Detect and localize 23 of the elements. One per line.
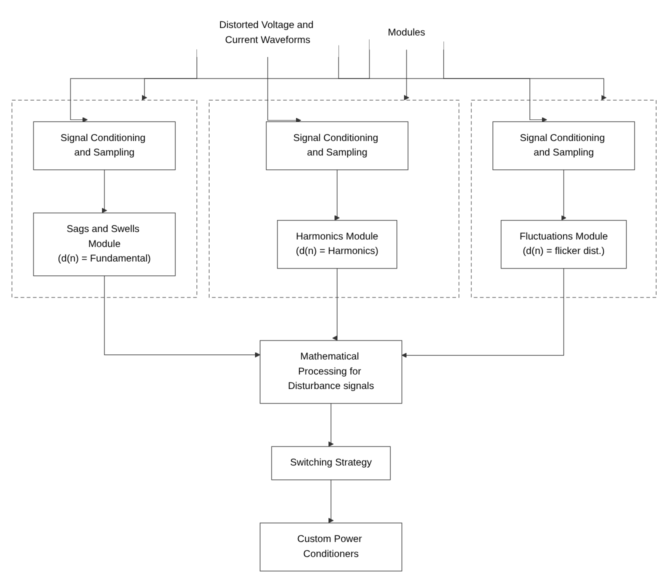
arrow	[332, 268, 338, 341]
arrow	[404, 49, 410, 100]
arrow	[334, 170, 340, 221]
node-text: Distorted Voltage and Current Waveforms	[219, 20, 314, 46]
arrow	[267, 56, 302, 124]
node-box: Sags and Swells Module (d(n) = Fundamental)	[33, 212, 176, 276]
node-box: Fluctuations Module (d(n) = flicker dist.)	[500, 220, 627, 269]
node-box: Signal Conditioning and Sampling	[33, 121, 176, 170]
arrow	[328, 480, 334, 524]
arrow	[102, 170, 108, 214]
arrow	[328, 403, 334, 447]
node-box: Mathematical Processing for Disturbance signals	[260, 340, 402, 404]
node-box: Harmonics Module (d(n) = Harmonics)	[277, 220, 398, 269]
arrow	[560, 170, 566, 221]
cluster	[12, 100, 198, 298]
arrow	[402, 268, 564, 358]
cluster	[208, 100, 460, 298]
node-box: Custom Power Conditioners	[260, 522, 402, 572]
node-box: Signal Conditioning and Sampling	[492, 121, 635, 170]
node-box: Signal Conditioning and Sampling	[266, 121, 408, 170]
arrow	[104, 276, 260, 358]
cluster	[470, 100, 656, 298]
node-box: Switching Strategy	[271, 446, 391, 480]
